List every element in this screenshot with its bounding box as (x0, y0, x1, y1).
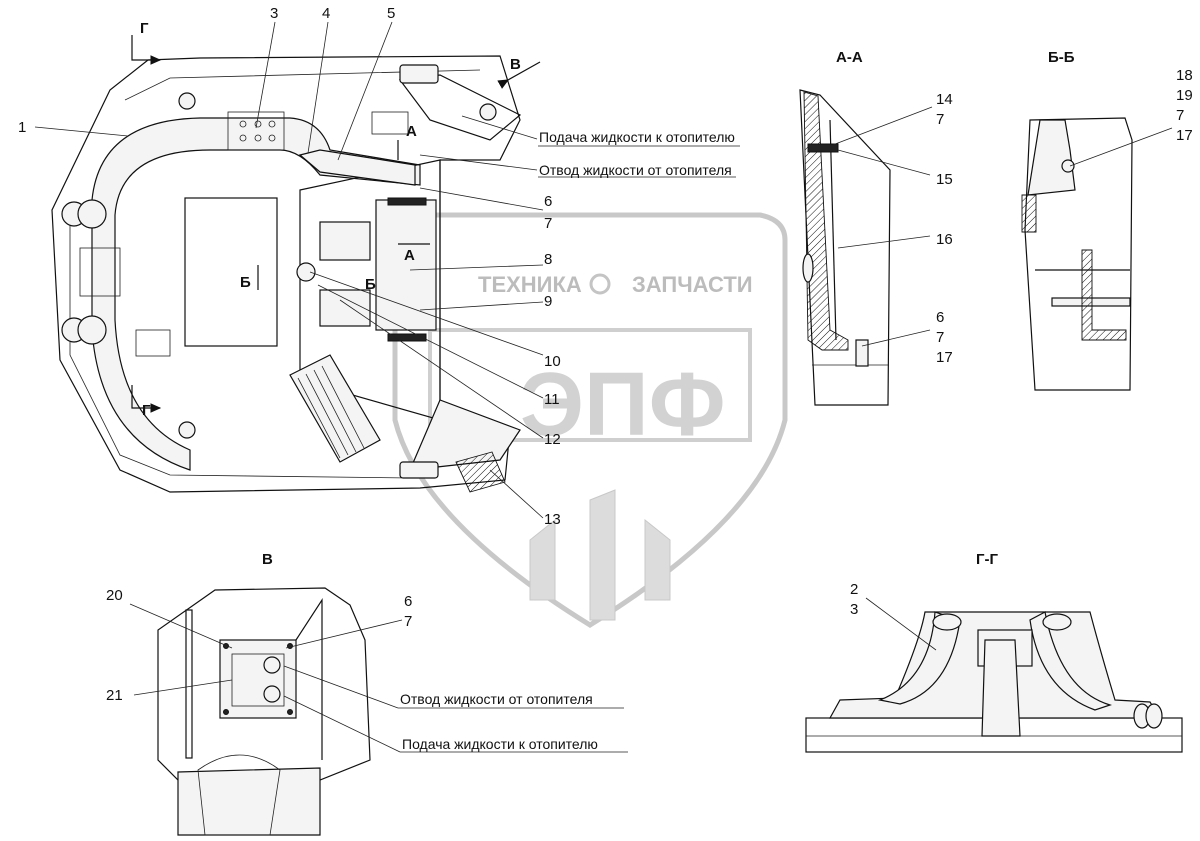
label-3: 3 (270, 5, 278, 22)
floor-hatch (184, 197, 278, 347)
note-supply-main: Подача жидкости к отопителю (539, 129, 735, 145)
label-11: 11 (544, 391, 560, 408)
marker-g-bottom: Г (142, 402, 151, 419)
label-20: 20 (106, 587, 123, 604)
label-16: 16 (936, 231, 953, 248)
section-gg (805, 597, 1183, 753)
label-19: 19 (1176, 87, 1193, 104)
main-view (51, 35, 541, 493)
marker-g-top: Г (140, 20, 149, 37)
label-2: 2 (850, 581, 858, 598)
note-supply-v: Подача жидкости к отопителю (402, 736, 598, 752)
view-title-gg: Г-Г (976, 551, 998, 568)
filter-13 (455, 451, 506, 493)
label-4: 4 (322, 5, 330, 22)
watermark: ЭПФ ТЕХНИКА ЗАПЧАСТИ (392, 212, 788, 628)
watermark-text-left: ТЕХНИКА (478, 272, 582, 297)
gear-icon (589, 273, 611, 295)
valve-10 (296, 262, 316, 282)
view-title-bb: Б-Б (1048, 49, 1075, 66)
label-18: 18 (1176, 67, 1193, 84)
wheat-icon (529, 489, 671, 621)
view-title-aa: А-А (836, 49, 863, 66)
label-15: 15 (936, 171, 953, 188)
label-8: 8 (544, 251, 552, 268)
marker-a-top: А (406, 123, 417, 140)
label-7a: 7 (544, 215, 552, 232)
label-10: 10 (544, 353, 561, 370)
view-title-v: В (262, 551, 273, 568)
label-13: 13 (544, 511, 561, 528)
note-return-v: Отвод жидкости от отопителя (400, 691, 593, 707)
label-1: 1 (18, 119, 26, 136)
label-7b: 7 (936, 111, 944, 128)
label-12: 12 (544, 431, 561, 448)
view-v (129, 587, 403, 836)
marker-a-bottom: А (404, 247, 415, 264)
label-5: 5 (387, 5, 395, 22)
label-7d: 7 (1176, 107, 1184, 124)
marker-b-left: Б (240, 274, 251, 291)
section-bb (1021, 117, 1173, 391)
marker-b-right: Б (365, 276, 376, 293)
label-14: 14 (936, 91, 953, 108)
plate-20 (219, 639, 297, 719)
label-17b: 17 (1176, 127, 1193, 144)
label-7c: 7 (936, 329, 944, 346)
label-3b: 3 (850, 601, 858, 618)
heater-pipe-1 (91, 117, 421, 471)
label-6a: 6 (544, 193, 552, 210)
leaders-main (34, 21, 544, 519)
note-return-main: Отвод жидкости от отопителя (539, 162, 732, 178)
label-6c: 6 (404, 593, 412, 610)
label-7e: 7 (404, 613, 412, 630)
watermark-text-right: ЗАПЧАСТИ (632, 272, 753, 297)
section-aa (799, 89, 933, 406)
heater-8 (375, 199, 437, 331)
label-9: 9 (544, 293, 552, 310)
label-6b: 6 (936, 309, 944, 326)
watermark-logo: ЭПФ (520, 355, 726, 455)
label-21: 21 (106, 687, 123, 704)
marker-v: В (510, 56, 521, 73)
label-17a: 17 (936, 349, 953, 366)
